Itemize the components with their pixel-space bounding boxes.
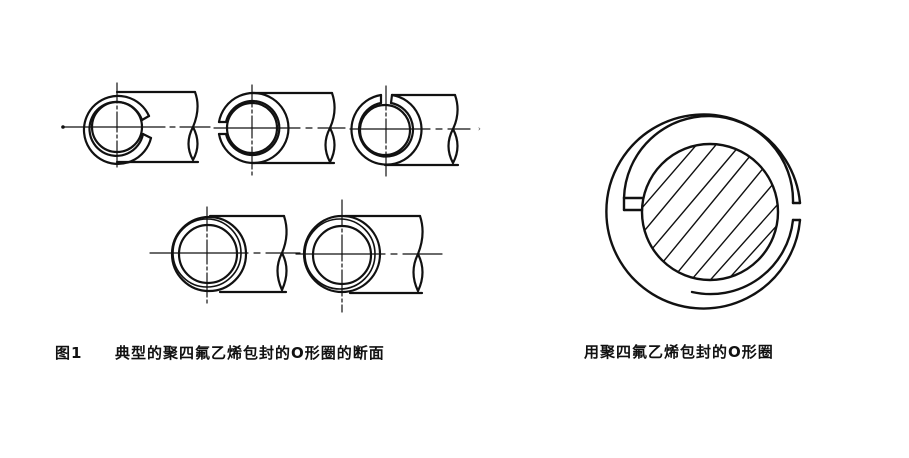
section-1 xyxy=(82,82,200,171)
centerline-end-dot xyxy=(61,125,65,129)
svg-text:›: › xyxy=(478,125,481,133)
section-2 xyxy=(217,84,336,177)
inner-ptfe-jacket-upper xyxy=(622,114,795,205)
centerline-top-row xyxy=(61,126,471,130)
section-3 xyxy=(350,85,460,179)
o-ring-core xyxy=(640,142,780,282)
centerline-bottom-row xyxy=(149,252,443,255)
figure-1-label: 图1 xyxy=(55,344,83,362)
enveloped-o-ring-figure xyxy=(605,113,802,310)
figure-1-caption: 典型的聚四氟乙烯包封的O形圈的断面 xyxy=(115,344,385,362)
section-5 xyxy=(302,199,424,313)
figure-2-caption: 用聚四氟乙烯包封的O形圈 xyxy=(584,343,774,361)
inner-ptfe-jacket-lower xyxy=(690,218,795,296)
section-4 xyxy=(170,206,288,306)
